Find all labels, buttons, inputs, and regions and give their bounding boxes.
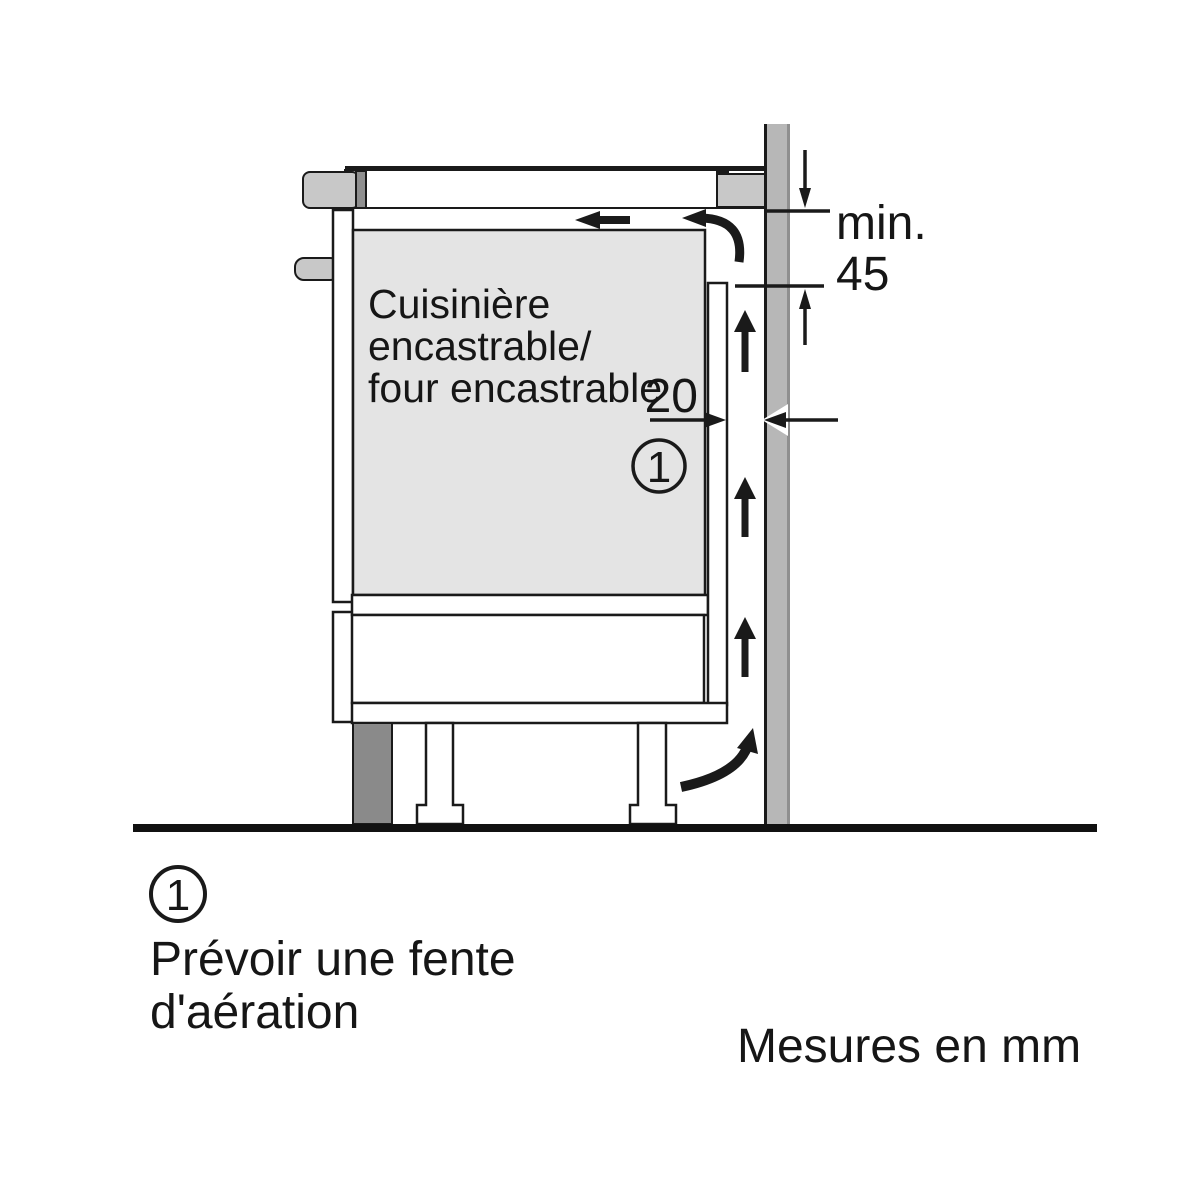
footnote-text-line1: Prévoir une fente — [150, 933, 516, 986]
plinth-block — [352, 722, 393, 825]
hob-edge-strip — [355, 170, 367, 209]
dim-value-45: 45 — [836, 248, 889, 301]
cabinet-left-frame-lower — [331, 610, 355, 724]
appliance-label: Cuisinière encastrable/ four encastrable — [368, 281, 662, 411]
worktop-left-end-cap — [302, 171, 360, 209]
dimension-top-clearance: min. 45 — [735, 150, 927, 345]
cabinet-left-frame-upper — [331, 208, 355, 604]
wall-right-edge — [787, 124, 790, 824]
dim-arrow-down-icon — [799, 150, 811, 208]
airflow-arc-bottom-icon — [679, 728, 758, 792]
cabinet-bottom-panel — [350, 701, 729, 725]
dim-arrow-up-icon — [799, 289, 811, 345]
footnote-marker-circle — [149, 865, 207, 923]
wall-left-edge — [764, 124, 767, 824]
callout-1: 1 — [631, 438, 687, 494]
dim-arrow-right-icon — [650, 412, 726, 428]
appliance-label-line3: four encastrable — [368, 365, 662, 411]
airflow-arrows — [575, 209, 758, 792]
callout-1-number: 1 — [647, 443, 671, 492]
dim-arrow-left-icon — [762, 404, 838, 436]
floor-line — [133, 824, 1097, 832]
wall — [764, 124, 790, 824]
units-note: Mesures en mm — [737, 1020, 1081, 1073]
worktop-surface — [344, 169, 767, 209]
right-foot — [628, 721, 678, 826]
ventilation-back-panel — [706, 281, 729, 707]
appliance-label-line1: Cuisinière — [368, 281, 550, 327]
footnote-marker-number: 1 — [166, 871, 190, 920]
drawer-front — [350, 613, 706, 705]
airflow-arrow-left-icon — [575, 211, 630, 229]
hob-top-line — [345, 166, 766, 171]
left-foot — [415, 721, 465, 826]
oven-bottom-band — [350, 593, 710, 617]
airflow-arrow-up-3-icon — [734, 617, 756, 677]
dimension-rear-gap: 20 — [645, 370, 838, 436]
footnote-text-line2: d'aération — [150, 986, 359, 1039]
airflow-arc-top-icon — [682, 209, 745, 263]
dim-value-20: 20 — [645, 370, 698, 423]
wall-fill — [766, 124, 789, 824]
callout-1-circle — [631, 438, 687, 494]
footnote: 1 Prévoir une fente d'aération — [149, 865, 516, 1039]
appliance-label-line2: encastrable/ — [368, 323, 592, 369]
worktop-right-end-cap — [716, 173, 767, 208]
airflow-arrow-up-2-icon — [734, 477, 756, 537]
airflow-arrow-up-1-icon — [734, 310, 756, 372]
worktop — [302, 166, 767, 209]
dim-label-min: min. — [836, 197, 927, 250]
